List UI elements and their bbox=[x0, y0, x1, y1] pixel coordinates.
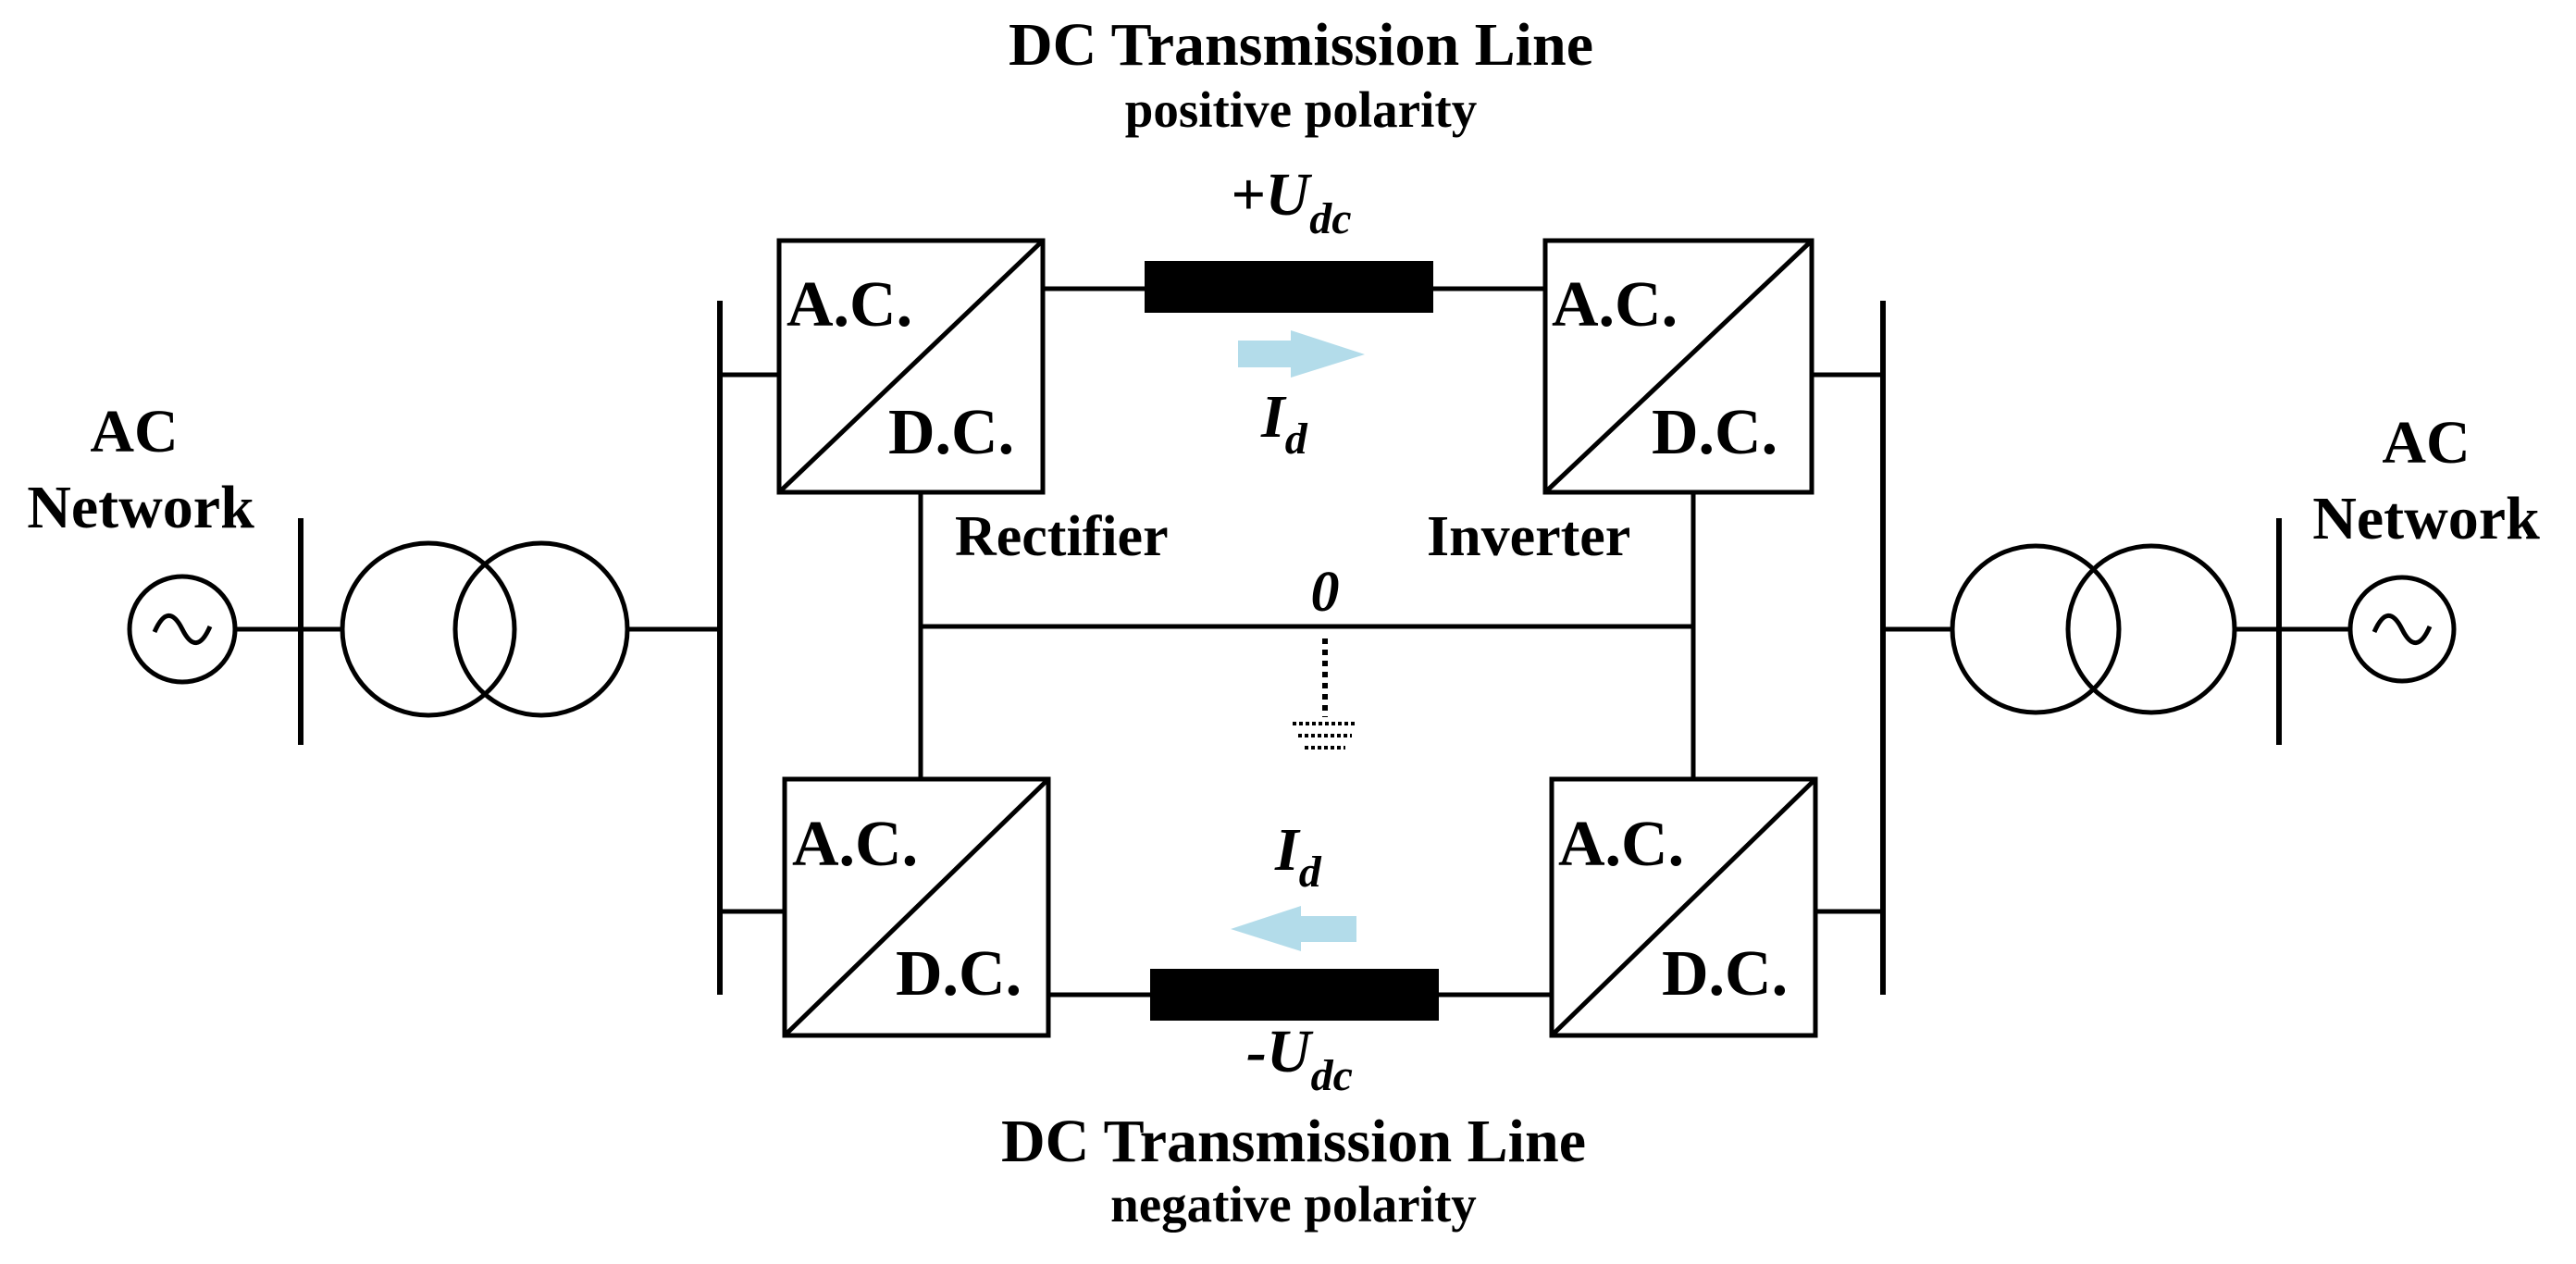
inverter-top-ac-label: A.C. bbox=[1552, 269, 1678, 341]
rectifier-bottom-ac-label: A.C. bbox=[792, 809, 918, 880]
right-network-label-line1: AC bbox=[2382, 409, 2470, 477]
neutral-label: 0 bbox=[1311, 561, 1340, 624]
bottom-line-subtitle: negative polarity bbox=[1110, 1176, 1477, 1233]
rectifier-bottom-dc-label: D.C. bbox=[896, 938, 1022, 1010]
top-line-subtitle: positive polarity bbox=[1125, 81, 1477, 138]
rectifier-top-ac-label: A.C. bbox=[786, 269, 912, 341]
right-ac-source-icon bbox=[2347, 575, 2457, 684]
rectifier-converter-top: A.C. D.C. bbox=[776, 238, 1046, 495]
inverter-bottom-ac-label: A.C. bbox=[1558, 809, 1684, 880]
rectifier-converter-bottom: A.C. D.C. bbox=[782, 776, 1051, 1038]
negative-dc-cable bbox=[1150, 969, 1439, 1021]
current-arrow-bottom-icon bbox=[1231, 906, 1356, 951]
inverter-bottom-dc-label: D.C. bbox=[1662, 938, 1788, 1010]
inverter-converter-top: A.C. D.C. bbox=[1542, 238, 1814, 495]
bottom-line-title: DC Transmission Line bbox=[1001, 1108, 1586, 1175]
current-arrow-top-icon bbox=[1238, 330, 1365, 378]
inverter-converter-bottom: A.C. D.C. bbox=[1549, 776, 1818, 1038]
positive-dc-cable bbox=[1145, 261, 1433, 313]
right-network-label-line2: Network bbox=[2312, 485, 2540, 552]
rectifier-top-dc-label: D.C. bbox=[888, 397, 1014, 468]
right-transformer-icon bbox=[1950, 543, 2237, 715]
rectifier-label: Rectifier bbox=[955, 505, 1169, 568]
ground-icon bbox=[1293, 638, 1357, 750]
left-transformer-icon bbox=[340, 540, 630, 718]
left-ac-source-icon bbox=[127, 574, 238, 685]
inverter-label: Inverter bbox=[1427, 505, 1630, 568]
top-line-title: DC Transmission Line bbox=[1009, 11, 1593, 79]
left-network-label-line1: AC bbox=[90, 398, 178, 465]
inverter-top-dc-label: D.C. bbox=[1652, 397, 1777, 468]
current-label-bottom: Id bbox=[1274, 816, 1322, 897]
left-network-label-line2: Network bbox=[27, 474, 254, 541]
current-label-top: Id bbox=[1260, 383, 1308, 464]
negative-voltage-label: -Udc bbox=[1246, 1018, 1353, 1100]
positive-voltage-label: +Udc bbox=[1231, 161, 1352, 243]
